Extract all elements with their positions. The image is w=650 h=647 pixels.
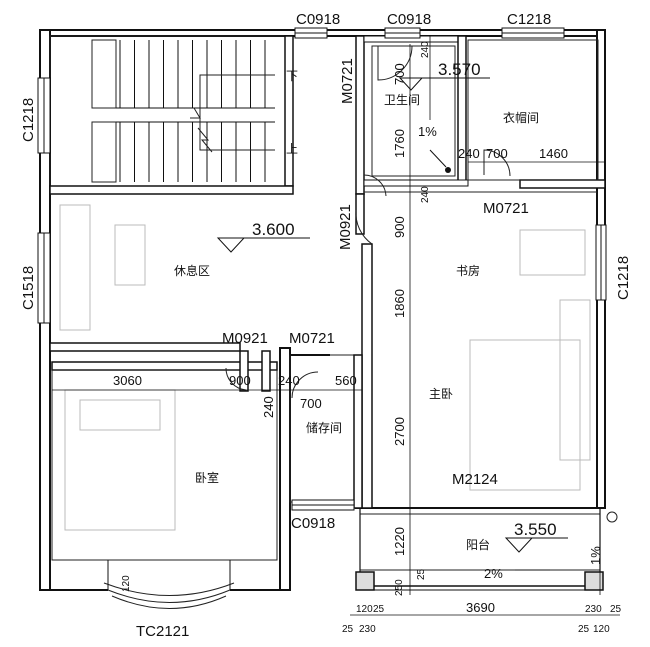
floor-drain xyxy=(445,167,451,173)
dim-bottom-3690: 3690 xyxy=(466,600,495,615)
dim-bottom2-25-right: 25 xyxy=(578,624,590,635)
interior-walls xyxy=(49,35,606,591)
dim-560: 560 xyxy=(335,373,357,388)
dim-700-bath: 700 xyxy=(392,63,407,85)
window-marks xyxy=(37,27,607,609)
window-label-c1218-top: C1218 xyxy=(507,11,551,28)
dim-240-bed: 240 xyxy=(278,373,300,388)
slope-balcony: 2% xyxy=(484,566,503,581)
room-bedroom: 卧室 xyxy=(195,470,219,485)
door-label-m0921-low: M0921 xyxy=(222,330,268,347)
dim-1460: 1460 xyxy=(539,146,568,161)
window-label-tc2121: TC2121 xyxy=(136,623,189,640)
room-study: 书房 xyxy=(456,263,480,278)
dim-900-bed: 900 xyxy=(229,373,251,388)
dim-1860: 1860 xyxy=(392,289,407,318)
elevation-marker-2 xyxy=(216,237,246,253)
slope-arrow-1 xyxy=(429,149,447,168)
dim-bottom-25-left: 25 xyxy=(373,604,385,615)
staircase xyxy=(91,39,275,183)
slope-side: 1% xyxy=(588,546,603,565)
window-label-c1518-left: C1518 xyxy=(20,266,37,310)
dim-240-mid: 240 xyxy=(420,186,431,203)
room-master-bedroom: 主卧 xyxy=(429,387,453,401)
room-bathroom: 卫生间 xyxy=(384,93,420,107)
room-storage: 储存间 xyxy=(306,420,342,435)
dim-250: 250 xyxy=(394,579,405,596)
dim-bottom2-230-left: 230 xyxy=(359,624,376,635)
window-label-c1218-right: C1218 xyxy=(615,256,632,300)
dim-700-storage: 700 xyxy=(300,396,322,411)
door-label-m0721-right: M0721 xyxy=(483,200,529,217)
dim-2700: 2700 xyxy=(392,417,407,446)
window-label-c0918-bottom: C0918 xyxy=(291,515,335,532)
dim-25: 25 xyxy=(416,568,427,580)
stair-label-down: 下 xyxy=(286,69,298,83)
dim-bottom2-25-left: 25 xyxy=(342,624,354,635)
dim-700-cloak: 700 xyxy=(486,146,508,161)
door-label-m0921-side: M0921 xyxy=(337,204,354,250)
dim-bottom-120-left: 120 xyxy=(356,604,373,615)
stair-label-up: 上 xyxy=(286,142,298,156)
door-swings xyxy=(225,45,511,399)
room-lounge: 休息区 xyxy=(174,263,210,278)
dim-1220: 1220 xyxy=(392,527,407,556)
dim-240-vertical: 240 xyxy=(261,396,276,418)
dim-240-bath-right: 240 xyxy=(458,146,480,161)
room-balcony: 阳台 xyxy=(466,537,490,552)
elevation-3570: 3.570 xyxy=(438,60,481,79)
dim-120-bay: 120 xyxy=(121,575,132,592)
dim-240-top: 240 xyxy=(420,41,431,58)
rainwater-pipe xyxy=(606,511,618,523)
door-label-m0721-low: M0721 xyxy=(289,330,335,347)
window-label-c1218-left: C1218 xyxy=(20,98,37,142)
dim-bottom-230-right: 230 xyxy=(585,604,602,615)
door-label-m0721-top: M0721 xyxy=(339,58,356,104)
elevation-3600: 3.600 xyxy=(252,220,295,239)
door-label-m2124: M2124 xyxy=(452,471,498,488)
dim-bottom2-120-right: 120 xyxy=(593,624,610,635)
window-label-c0918-top-left: C0918 xyxy=(296,11,340,28)
elevation-3550: 3.550 xyxy=(514,520,557,539)
dim-1760: 1760 xyxy=(392,129,407,158)
dim-bottom-25-right: 25 xyxy=(610,604,622,615)
window-label-c0918-top-right: C0918 xyxy=(387,11,431,28)
slope-bathroom: 1% xyxy=(418,124,437,139)
elevation-marker-3 xyxy=(504,537,534,553)
dim-3060: 3060 xyxy=(113,373,142,388)
room-cloakroom: 衣帽间 xyxy=(503,110,539,125)
dim-900-study: 900 xyxy=(392,216,407,238)
dimension-lines xyxy=(52,35,620,616)
